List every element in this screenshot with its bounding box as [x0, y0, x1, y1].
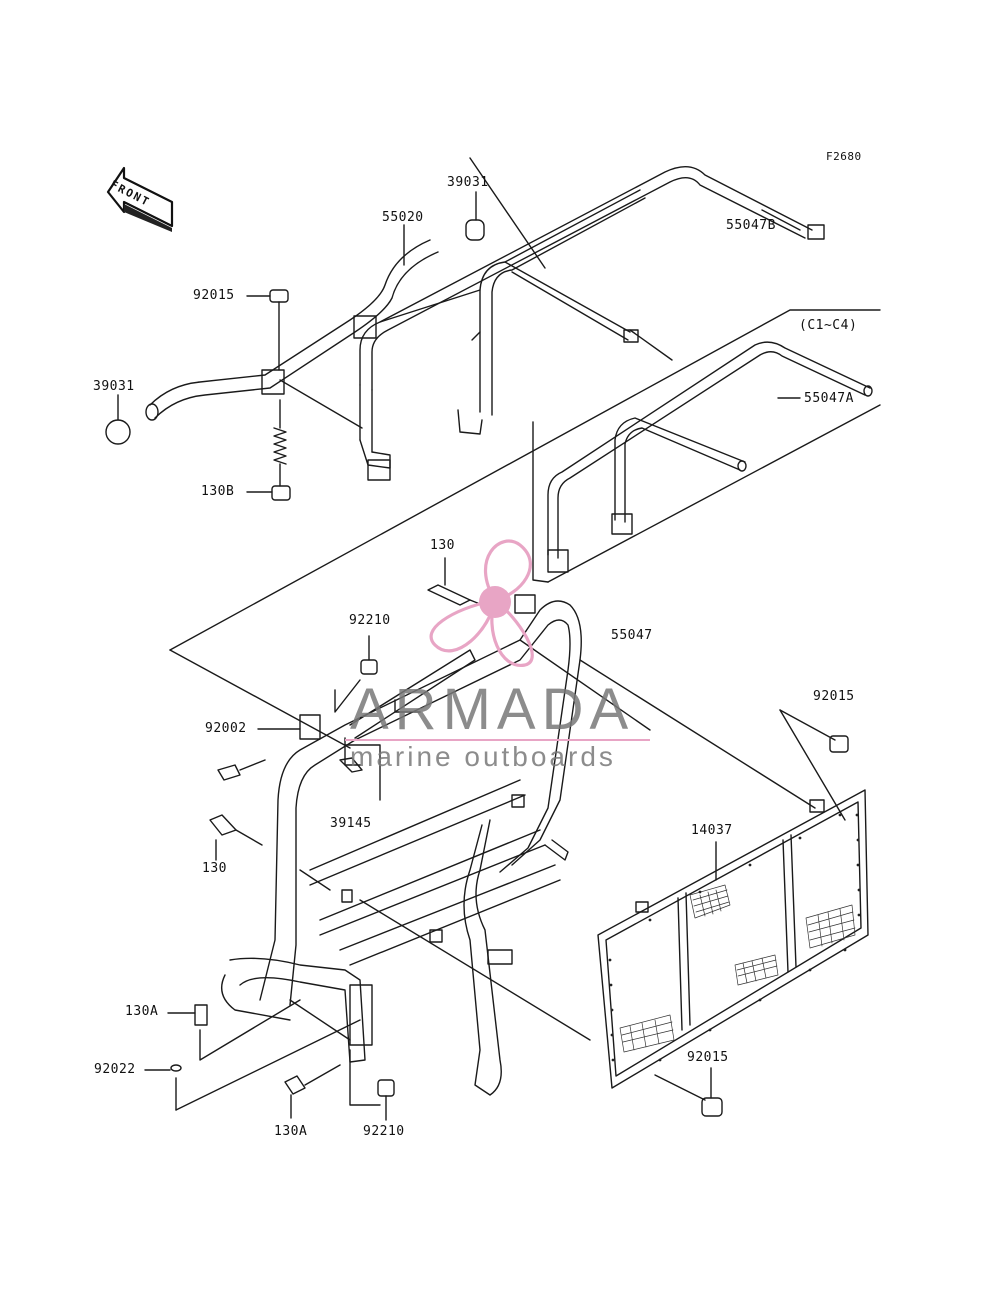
armada-logo — [429, 539, 534, 667]
part-label-55047: 55047 — [611, 628, 653, 643]
part-label-39031-top: 39031 — [447, 175, 489, 190]
part-label-92015-right: 92015 — [813, 689, 855, 704]
part-label-92210-bottom: 92210 — [363, 1124, 405, 1139]
part-label-55020: 55020 — [382, 210, 424, 225]
part-label-130b: 130B — [201, 484, 235, 499]
part-label-92210-top: 92210 — [349, 613, 391, 628]
watermark-brand: ARMADA — [350, 677, 635, 742]
nut-92210-top — [360, 659, 378, 675]
nut-92210-bottom — [377, 1079, 395, 1097]
bar-55020 — [145, 239, 439, 421]
variant-note: (C1~C4) — [799, 318, 858, 333]
part-label-14037: 14037 — [691, 823, 733, 838]
part-label-55047b: 55047B — [726, 218, 776, 233]
nut-92015-bottom — [701, 1097, 723, 1117]
watermark-tagline: marine outboards — [350, 741, 616, 772]
screen-rivets — [608, 813, 861, 1062]
part-label-55047a: 55047A — [804, 391, 854, 406]
part-label-92015-left: 92015 — [193, 288, 235, 303]
roll-bar-55047b — [359, 157, 825, 481]
roll-bar-55047a — [547, 341, 873, 573]
nut-92015-left — [269, 289, 289, 371]
part-label-130a-left: 130A — [125, 1004, 159, 1019]
washer-92022 — [170, 1064, 182, 1072]
part-label-39145: 39145 — [330, 816, 372, 831]
front-arrow-icon — [106, 166, 174, 232]
part-label-92022: 92022 — [94, 1062, 136, 1077]
part-label-92002: 92002 — [205, 721, 247, 736]
spring-130b — [271, 399, 291, 501]
part-label-130a-bottom: 130A — [274, 1124, 308, 1139]
figure-code: F2680 — [826, 150, 862, 163]
bolt-130a-bottom — [284, 1075, 306, 1095]
part-label-130-top: 130 — [430, 538, 455, 553]
part-label-92015-bottom: 92015 — [687, 1050, 729, 1065]
roll-bar-55047 — [221, 594, 582, 1096]
cap-39031-left — [105, 419, 131, 445]
mesh-patches — [619, 884, 856, 1053]
screen-14037 — [597, 789, 869, 1089]
part-label-39031-left: 39031 — [93, 379, 135, 394]
cap-39031-top — [465, 219, 485, 241]
bolt-130a-left — [194, 1004, 208, 1026]
part-label-130-mid: 130 — [202, 861, 227, 876]
nut-92015-right — [829, 735, 849, 753]
